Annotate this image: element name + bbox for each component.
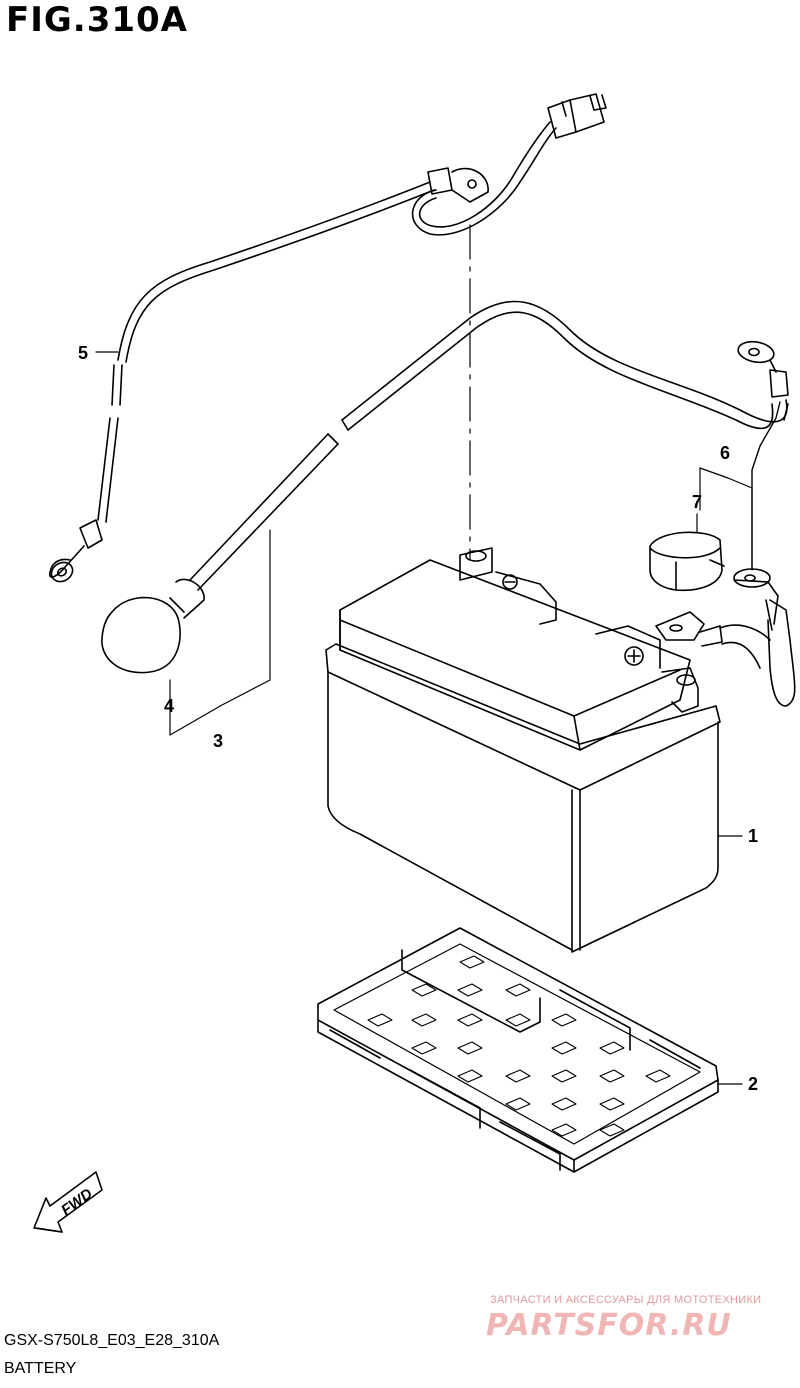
callout-3: 3 xyxy=(213,731,224,751)
callout-7: 7 xyxy=(692,492,703,512)
fwd-arrow-icon: FWD xyxy=(33,1171,103,1233)
terminal-cap-4 xyxy=(101,578,205,674)
callout-6: 6 xyxy=(720,443,731,463)
battery-1 xyxy=(325,547,721,953)
callout-bracket-3-4 xyxy=(169,529,271,736)
watermark-tagline: ЗАПЧАСТИ И АКСЕССУАРЫ ДЛЯ МОТОТЕХНИКИ xyxy=(490,1294,762,1306)
figure-title: FIG.310A xyxy=(6,0,188,40)
callout-2: 2 xyxy=(748,1074,759,1094)
callout-bracket-6-7 xyxy=(696,467,753,571)
terminal-cap-7 xyxy=(649,531,725,592)
callout-5: 5 xyxy=(78,343,89,363)
callout-1: 1 xyxy=(748,826,759,846)
model-code: GSX-S750L8_E03_E28_310A xyxy=(4,1332,220,1349)
battery-cable-3 xyxy=(189,300,789,591)
watermark-logo: PARTSFOR.RU xyxy=(486,1308,732,1343)
callout-leaders xyxy=(95,351,743,1085)
figure-caption: BATTERY xyxy=(4,1360,77,1377)
harness-cable-5 xyxy=(48,93,607,583)
battery-cable-6 xyxy=(655,401,796,707)
callout-4: 4 xyxy=(164,696,175,716)
battery-tray-2 xyxy=(317,927,719,1173)
